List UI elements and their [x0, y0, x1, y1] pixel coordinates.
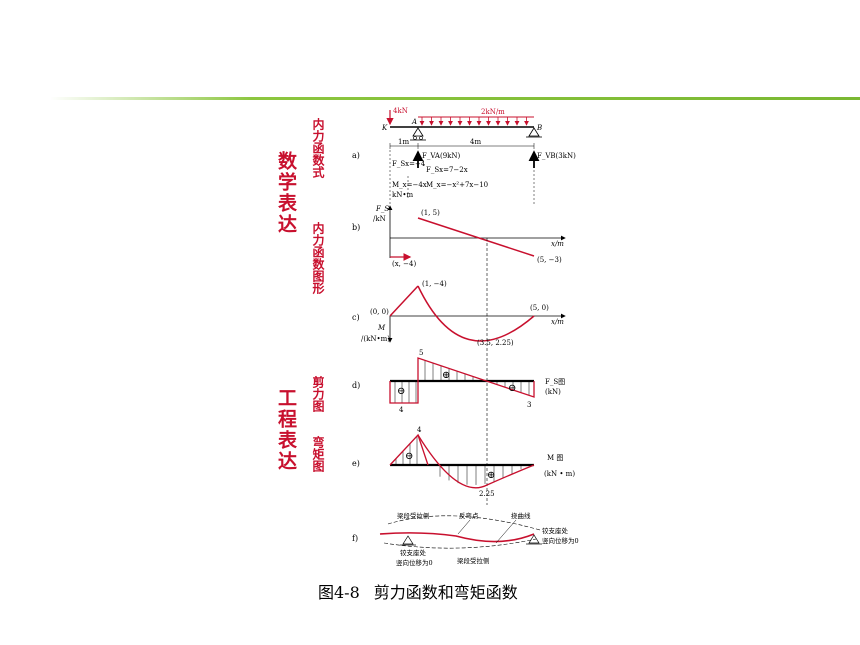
d-minus-sign-right: ⊖ — [508, 383, 516, 394]
e-unit: (kN • m) — [544, 470, 575, 478]
d-shear-outline — [389, 357, 535, 404]
d-val-right: 3 — [527, 401, 531, 409]
c-pt-min: (3.5, 2.25) — [477, 339, 514, 347]
c-pt-origin: (0, 0) — [370, 308, 389, 316]
b-y-unit: /kN — [373, 215, 386, 223]
c-moment-parabola — [417, 285, 535, 342]
b-pt-left: (x, −4) — [392, 260, 416, 268]
caption-number: 图4-8 — [318, 583, 360, 602]
f-label-inflection: 反弯点 — [459, 511, 479, 520]
d-minus-sign: ⊖ — [397, 386, 405, 397]
shear-diagram-label: 剪力图 — [311, 375, 325, 413]
d-val-top: 5 — [419, 349, 423, 357]
panel-b-shear-graph: b) F_S /kN x/m (1, 5) (5, −3) (x, −4) — [352, 205, 566, 268]
span-2-label: 4m — [470, 138, 481, 146]
engineering-expression-label: 工程表达 — [275, 388, 297, 472]
side-labels: 数学表达 内力函数式 内力函数图形 工程表达 剪力图 弯矩图 — [275, 117, 325, 473]
panel-b-tag: b) — [352, 223, 360, 232]
f-label-deflection: 挠曲线 — [511, 511, 531, 520]
f-label-tension-top: 梁段受拉侧 — [397, 511, 430, 520]
b-pt-start: (1, 5) — [421, 209, 440, 217]
fs-left-label: F_Sx=−4 — [392, 160, 426, 168]
c-y-unit: /(kN•m) — [361, 335, 390, 343]
point-a-label: A — [411, 118, 417, 126]
e-plus-sign: ⊕ — [487, 470, 495, 481]
e-diagram-label: M 图 — [547, 454, 563, 462]
header-accent-line — [50, 97, 860, 100]
d-val-left: 4 — [399, 406, 404, 414]
f-label-support-left-1: 铰支座处 — [400, 548, 427, 557]
m-left-unit: kN•m — [392, 191, 413, 199]
internal-force-function-label: 内力函数式 — [311, 117, 325, 179]
panel-c-moment-graph: c) (0, 0) (1, −4) (5, 0) (3.5, 2.25) x/m… — [352, 280, 566, 347]
point-k-label: K — [381, 124, 388, 132]
panel-d-tag: d) — [352, 381, 360, 390]
panel-d-shear-diagram: d) 5 4 3 ⊖ ⊕ ⊖ F_S图 (kN) — [352, 349, 565, 414]
fs-right-label: F_Sx=7−2x — [426, 166, 468, 174]
m-right-label: M_x=−x²+7x−10 — [426, 181, 488, 189]
c-pt-end: (5, 0) — [530, 304, 549, 312]
f-label-support-right-1: 铰支座处 — [542, 526, 569, 535]
panel-a-tag: a) — [352, 151, 360, 160]
c-x-label: x/m — [551, 318, 564, 326]
d-unit: (kN) — [545, 388, 561, 396]
e-val-min: 2.25 — [479, 490, 495, 498]
e-minus-sign: ⊖ — [405, 451, 413, 462]
moment-diagram-label: 弯矩图 — [311, 435, 325, 473]
span-1-label: 1m — [398, 138, 409, 146]
panel-a-beam: a) 4kN 2kN/m K A B 1m 4m F — [352, 107, 576, 210]
e-hatch-lines — [395, 436, 522, 485]
f-deflection-curve — [379, 532, 535, 543]
dist-load-arrows — [419, 117, 529, 126]
point-load-label: 4kN — [393, 107, 408, 115]
panel-e-tag: e) — [352, 459, 360, 468]
c-left-moment-line — [389, 285, 419, 317]
b-y-label: F_S — [375, 205, 389, 213]
f-support-left-icon — [400, 535, 416, 546]
c-y-label: M — [377, 324, 386, 332]
panel-f-tag: f) — [352, 534, 358, 543]
f-support-right-icon — [526, 534, 542, 545]
f-label-support-left-2: 竖向位移为0 — [396, 558, 433, 567]
c-pt-peak: (1, −4) — [422, 280, 447, 288]
support-a-icon — [410, 127, 426, 141]
f-beam-outline-bottom — [383, 538, 537, 549]
b-pt-end: (5, −3) — [537, 256, 562, 264]
e-val-peak: 4 — [417, 426, 422, 434]
f-beam-outline-top — [387, 515, 541, 531]
d-diagram-label: F_S图 — [545, 378, 565, 386]
b-shear-line — [417, 217, 535, 257]
m-left-label: M_x=−4x — [392, 181, 427, 189]
dist-load-label: 2kN/m — [481, 108, 505, 116]
f-label-support-right-2: 竖向位移为0 — [542, 536, 579, 545]
reaction-b-label: F_VB(3kN) — [537, 152, 576, 160]
panel-e-moment-diagram: e) 4 2.25 ⊖ ⊕ M 图 (kN • m) — [352, 426, 575, 498]
panel-f-deflection: f) 梁段受拉侧 反弯点 挠曲线 铰支座处 竖向位移为0 铰支座处 竖向位移为0… — [352, 511, 579, 567]
internal-force-graph-label: 内力函数图形 — [311, 221, 325, 295]
support-b-icon — [526, 127, 542, 138]
f-label-tension-bottom: 梁段受拉侧 — [457, 556, 490, 565]
e-parabola-outline — [417, 434, 535, 489]
caption-title: 剪力函数和弯矩函数 — [373, 583, 518, 602]
math-expression-label: 数学表达 — [275, 150, 297, 235]
reaction-a-label: F_VA(9kN) — [422, 152, 461, 160]
d-plus-sign: ⊕ — [442, 370, 450, 381]
b-x-label: x/m — [551, 240, 564, 248]
figure-caption: 图4-8 剪力函数和弯矩函数 — [318, 579, 532, 603]
point-b-label: B — [536, 124, 542, 132]
panel-c-tag: c) — [352, 313, 360, 322]
